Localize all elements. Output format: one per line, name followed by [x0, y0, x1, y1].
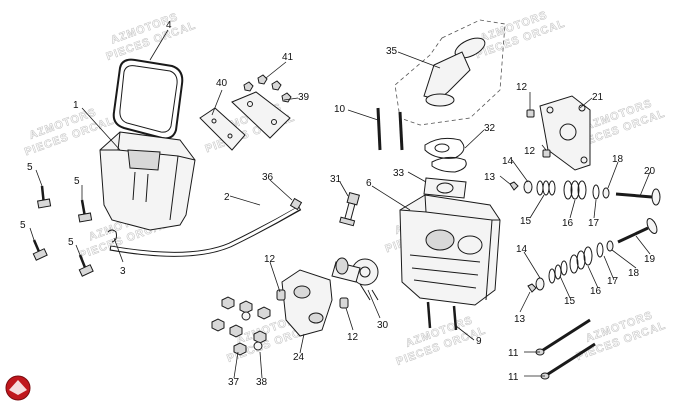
leader-lines — [29, 29, 651, 379]
callout-5: 5 — [68, 237, 74, 248]
callout-10: 10 — [334, 104, 346, 115]
dowel-pin-part — [542, 149, 551, 158]
cover-gasket-part — [112, 58, 184, 140]
callout-18: 18 — [628, 268, 640, 279]
callout-11: 11 — [508, 348, 519, 359]
spark-plug-part — [339, 192, 360, 227]
callout-14: 14 — [502, 156, 514, 167]
head-stud-part — [426, 301, 432, 329]
rocker-pin-part — [339, 297, 349, 309]
callout-5: 5 — [74, 176, 80, 187]
rocker-arm-part — [281, 269, 333, 337]
callout-15: 15 — [564, 296, 576, 307]
callout-15: 15 — [520, 216, 532, 227]
callout-12: 12 — [264, 254, 276, 265]
exhaust-gasket-part — [539, 95, 591, 171]
callout-20: 20 — [644, 166, 656, 177]
callout-17: 17 — [588, 218, 600, 229]
callout-11: 11 — [508, 372, 519, 383]
callout-6: 6 — [366, 178, 372, 189]
callout-21: 21 — [592, 92, 604, 103]
reed-valve-cover-part — [231, 91, 291, 139]
rocker-pin-part — [276, 289, 286, 301]
valve-train-lower — [527, 218, 658, 293]
cylinder-head-part — [399, 194, 501, 306]
callout-4: 4 — [166, 20, 172, 31]
brand-logo — [5, 375, 31, 401]
callout-18: 18 — [612, 154, 624, 165]
callout-13: 13 — [514, 314, 526, 325]
valve-train-upper — [509, 180, 661, 206]
cylinder-stud-part — [376, 107, 382, 151]
callout-19: 19 — [644, 254, 656, 265]
callout-12: 12 — [524, 146, 536, 157]
callout-1: 1 — [73, 100, 79, 111]
dowel-pin-part — [526, 109, 535, 118]
callout-14: 14 — [516, 244, 528, 255]
callout-labels: 4 1 5 5 5 5 2 3 36 40 41 39 35 10 32 33 … — [20, 20, 656, 388]
intake-group-outline — [394, 19, 506, 126]
callout-5: 5 — [20, 220, 26, 231]
callout-13: 13 — [484, 172, 496, 183]
callout-35: 35 — [386, 46, 398, 57]
camshaft-part — [331, 257, 379, 301]
intake-gasket-part — [424, 137, 467, 173]
callout-12: 12 — [347, 332, 359, 343]
callout-24: 24 — [293, 352, 305, 363]
callout-37: 37 — [228, 377, 240, 388]
hose-fitting-part — [289, 197, 303, 211]
callout-16: 16 — [562, 218, 574, 229]
reed-cover-nut-part — [243, 74, 292, 103]
head-cover-part — [99, 131, 196, 231]
callout-30: 30 — [377, 320, 389, 331]
callout-5: 5 — [27, 162, 33, 173]
callout-3: 3 — [120, 266, 126, 277]
callout-33: 33 — [393, 168, 405, 179]
callout-16: 16 — [590, 286, 602, 297]
callout-17: 17 — [607, 276, 619, 287]
callout-36: 36 — [262, 172, 274, 183]
callout-31: 31 — [330, 174, 342, 185]
callout-2: 2 — [224, 192, 230, 203]
cover-bolt-part — [32, 185, 94, 277]
reed-valve-plate-part — [199, 107, 246, 151]
intake-manifold-part — [423, 37, 486, 107]
callout-38: 38 — [256, 377, 268, 388]
callout-40: 40 — [216, 78, 228, 89]
valve-adjuster-part — [211, 296, 271, 356]
callout-12: 12 — [516, 82, 528, 93]
callout-32: 32 — [484, 123, 496, 134]
callout-39: 39 — [298, 92, 310, 103]
cylinder-bolt-part — [535, 318, 596, 380]
callout-9: 9 — [476, 336, 482, 347]
callout-41: 41 — [282, 52, 294, 63]
intake-insulator-part — [423, 177, 467, 199]
